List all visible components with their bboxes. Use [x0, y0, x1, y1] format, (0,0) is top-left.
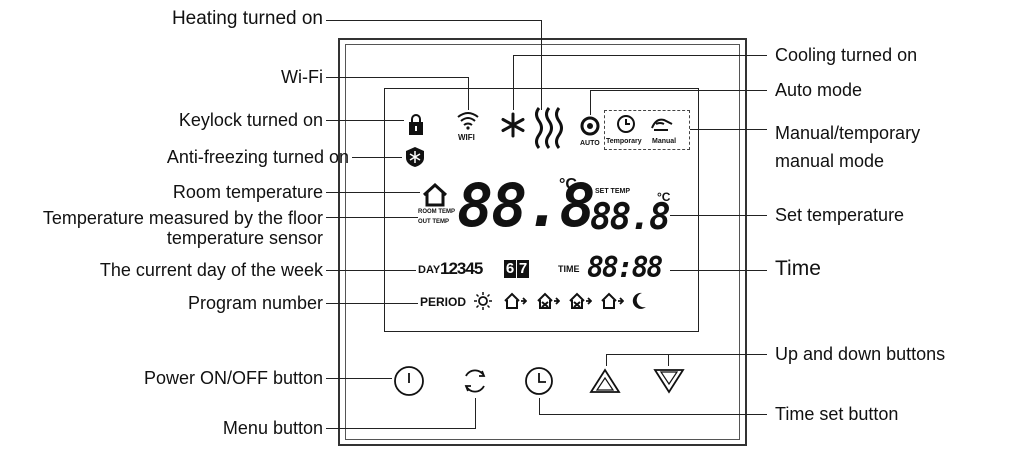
- room-temp-text: ROOM TEMP: [418, 209, 455, 215]
- set-temperature: 88.8: [590, 197, 671, 238]
- house-cross-icon: [569, 292, 592, 309]
- label-power-button: Power ON/OFF button: [143, 368, 323, 388]
- hand-icon: [651, 118, 673, 131]
- day-seven-highlight: 7: [517, 260, 529, 278]
- manual-text: Manual: [652, 138, 677, 145]
- label-floor-temp: Temperature measured by the floor temper…: [42, 208, 323, 248]
- house-cross-icon: [537, 292, 560, 309]
- label-menu-button: Menu button: [222, 418, 323, 438]
- menu-button[interactable]: [458, 364, 492, 398]
- heating-leader-h: [326, 20, 542, 21]
- main-celsius: °C: [559, 176, 577, 193]
- heat-waves-icon: [535, 107, 563, 149]
- wifi-leader-h: [326, 77, 469, 78]
- cooling-leader-v: [513, 55, 514, 110]
- auto-leader-v: [590, 90, 591, 115]
- heating-leader-v: [541, 20, 542, 110]
- floor-temp-leader: [326, 217, 418, 218]
- wifi-icon: [457, 112, 479, 130]
- sun-icon: [474, 292, 492, 310]
- label-program-number: Program number: [187, 293, 323, 313]
- menu-leader-h: [326, 428, 476, 429]
- house-arrow-icon: [504, 292, 527, 309]
- label-keylock: Keylock turned on: [178, 110, 323, 130]
- label-up-down: Up and down buttons: [775, 344, 946, 364]
- thermostat-frame: [338, 38, 747, 446]
- updown-leader-v2: [668, 354, 669, 366]
- cooling-leader-h: [513, 55, 767, 56]
- moon-icon: [632, 292, 646, 309]
- clock-icon: [617, 115, 635, 133]
- day-six-highlight: 6: [504, 260, 516, 278]
- wifi-leader-v: [468, 77, 469, 110]
- manual-leader: [690, 129, 767, 130]
- antifreeze-leader: [352, 157, 402, 158]
- day-label: DAY: [418, 264, 441, 276]
- thermostat-bezel: [345, 44, 740, 440]
- snowflake-icon: [501, 112, 525, 138]
- label-set-temp: Set temperature: [775, 205, 905, 225]
- main-temperature: 88.8: [457, 171, 595, 241]
- time-set-leader-h: [539, 414, 767, 415]
- auto-leader-h: [590, 90, 767, 91]
- down-button[interactable]: [652, 366, 686, 396]
- time-set-button[interactable]: [522, 364, 556, 398]
- house-icon: [422, 183, 448, 207]
- label-manual-mode: Manual/temporary manual mode: [775, 123, 921, 171]
- house-arrow-icon: [601, 292, 624, 309]
- label-heating: Heating turned on: [171, 8, 323, 29]
- set-temp-label: SET TEMP: [595, 188, 631, 195]
- days-normal: 12345: [440, 259, 483, 278]
- time-label: TIME: [558, 264, 580, 274]
- program-leader: [326, 303, 418, 304]
- set-temp-leader: [670, 215, 767, 216]
- time-set-leader-v: [539, 398, 540, 415]
- label-time: Time: [775, 257, 821, 280]
- up-button[interactable]: [588, 366, 622, 396]
- day-leader: [326, 270, 416, 271]
- auto-mode-icon: [580, 116, 600, 136]
- time-value: 88:88: [587, 251, 663, 284]
- antifreeze-icon: [406, 147, 424, 167]
- power-button[interactable]: [392, 364, 426, 398]
- room-temp-leader: [326, 192, 420, 193]
- label-antifreeze: Anti-freezing turned on: [166, 147, 349, 167]
- period-label: PERIOD: [420, 295, 467, 309]
- updown-leader-h: [606, 354, 767, 355]
- time-leader: [670, 270, 767, 271]
- label-auto-mode: Auto mode: [775, 80, 863, 100]
- label-time-set: Time set button: [775, 404, 899, 424]
- label-day-of-week: The current day of the week: [99, 260, 323, 280]
- wifi-text: WIFI: [458, 133, 475, 142]
- label-cooling: Cooling turned on: [775, 45, 918, 65]
- set-celsius: °C: [657, 190, 671, 204]
- updown-leader-v1: [606, 354, 607, 366]
- temporary-text: Temporary: [606, 138, 642, 145]
- power-leader: [326, 378, 392, 379]
- lock-icon: [409, 114, 423, 135]
- auto-text: AUTO: [580, 140, 600, 147]
- label-room-temp: Room temperature: [172, 182, 323, 202]
- label-wifi: Wi-Fi: [281, 67, 323, 87]
- keylock-leader: [326, 120, 404, 121]
- manual-mode-box: [604, 110, 690, 150]
- out-temp-text: OUT TEMP: [418, 219, 449, 225]
- menu-leader-v: [475, 398, 476, 429]
